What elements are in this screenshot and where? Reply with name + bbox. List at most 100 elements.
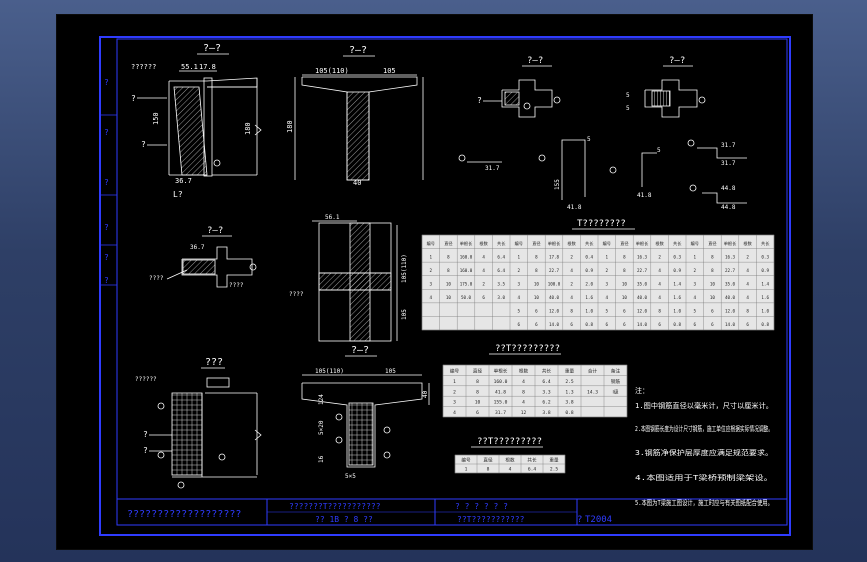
section-top-mid[interactable]: ?—? 105(110) 105 180 40 [286, 45, 424, 187]
table-cell: 6 [482, 295, 485, 300]
table-cell: 6 [606, 322, 609, 327]
rebar-details[interactable]: 31.7 155 41.8 5 41.8 5 31.7 31.7 44.8 44… [458, 136, 747, 211]
drawing-number: T2004 [585, 515, 612, 525]
rebar-table-1[interactable]: T???????? 编号直径单根长根数共长编号直径单根长根数共长编号直径单根长根… [421, 219, 775, 331]
section-top-right-b[interactable]: ?—? 5 5 [626, 56, 706, 118]
section-mid-center[interactable]: 56.1 ???? 105(110) 105 [289, 214, 408, 342]
table-cell: 4 [746, 281, 749, 286]
svg-text:?: ? [143, 446, 148, 455]
table-cell: 2 [746, 254, 749, 259]
table-cell: 4 [453, 410, 456, 416]
table-cell: 12.0 [637, 309, 648, 314]
table-cell: 10 [710, 281, 716, 286]
svg-text:41.8: 41.8 [567, 204, 582, 211]
table-cell: 14.0 [725, 322, 736, 327]
drawing-viewport[interactable]: ? ? ? ? ? ? ?—? ?????? 55.1 17.8 150 180… [56, 14, 813, 550]
table-cell: 17.8 [549, 254, 560, 259]
table-cell: 8 [535, 268, 538, 273]
svg-text:5×5: 5×5 [345, 473, 356, 480]
svg-text:??????: ?????? [135, 376, 157, 383]
svg-text:55.1: 55.1 [181, 63, 198, 71]
section-bottom-mid[interactable]: ?—? 105(110) 105 40 124 5×20 16 5×5 [301, 345, 430, 480]
svg-text:56.1: 56.1 [325, 214, 340, 221]
svg-text:5: 5 [657, 147, 661, 154]
svg-text:44.8: 44.8 [721, 185, 736, 192]
table-cell: 3 [453, 400, 456, 406]
table-cell: 2 [570, 254, 573, 259]
section-bottom-left[interactable]: ??? ?????? ? ? [135, 357, 262, 489]
section-top-left[interactable]: ?—? ?????? 55.1 17.8 150 180 36.7 ? ? L? [131, 43, 262, 199]
svg-text:41.8: 41.8 [637, 192, 652, 199]
svg-text:16: 16 [318, 455, 325, 463]
side-label: ? [104, 178, 109, 187]
table-cell: 1.0 [585, 309, 593, 314]
svg-text:105(110): 105(110) [315, 368, 344, 375]
table-header-cell: 共长 [527, 456, 537, 463]
table-cell: 50.0 [461, 295, 472, 300]
table-cell: 10 [446, 281, 452, 286]
table-cell: 2 [482, 281, 485, 286]
design-notes[interactable]: 注： 1.图中钢筋直径以毫米计，尺寸以厘米计。 2.本图钢筋长度为设计尺寸钢筋，… [635, 386, 773, 507]
table-cell: 2 [518, 268, 521, 273]
svg-text:?—?: ?—? [527, 56, 543, 66]
table-cell: 8 [623, 254, 626, 259]
table-cell: 4 [482, 268, 485, 273]
table-cell: 钢筋 [611, 378, 621, 385]
table-cell: 14.0 [637, 322, 648, 327]
table-cell: 10 [534, 295, 540, 300]
table-cell: 6.4 [528, 466, 537, 472]
table-cell: 1.6 [673, 295, 681, 300]
svg-text:17.8: 17.8 [199, 63, 216, 71]
table-header-cell: 直径 [708, 240, 716, 246]
table-cell: 100.0 [548, 281, 561, 286]
table-header-cell: 直径 [620, 240, 628, 246]
table-header-cell: 直径 [444, 240, 452, 246]
svg-text:105(110): 105(110) [315, 67, 349, 75]
note-item: 2.本图钢筋长度为设计尺寸钢筋，施工单位应根据实际情况调整。 [635, 424, 773, 433]
svg-text:31.7: 31.7 [485, 165, 500, 172]
svg-text:124: 124 [318, 394, 325, 405]
table-header-cell: 根数 [519, 367, 529, 374]
table-header-cell: 单根长 [724, 240, 737, 247]
svg-text:????: ???? [149, 275, 164, 282]
section-mid-left[interactable]: ?—? 36.7 ???? ???? [149, 226, 257, 289]
table-cell: 175.0 [460, 281, 473, 286]
table-cell: 6 [623, 309, 626, 314]
table-cell: 10 [710, 295, 716, 300]
table-cell: 3.8 [565, 400, 574, 406]
table-cell: 1 [465, 466, 468, 472]
svg-text:??T?????????: ??T????????? [477, 437, 542, 447]
table-cell: 4 [658, 268, 661, 273]
table-header-cell: 单根长 [636, 240, 649, 247]
table-cell: 4 [570, 268, 573, 273]
note-item: 5.本图为T梁施工图设计，施工时应与有关图纸配合使用。 [635, 498, 773, 507]
svg-text:31.7: 31.7 [721, 160, 736, 167]
cad-drawing[interactable]: ? ? ? ? ? ? ?—? ?????? 55.1 17.8 150 180… [57, 15, 812, 549]
table-cell: 6 [518, 322, 521, 327]
table-cell: 6 [535, 322, 538, 327]
table-cell: 0.8 [585, 322, 593, 327]
svg-text:??????: ?????? [131, 63, 156, 71]
svg-text:?—?: ?—? [349, 45, 367, 56]
table-cell: 8 [658, 309, 661, 314]
svg-text:??T?????????: ??T????????? [495, 344, 560, 354]
table-cell: 14.0 [549, 322, 560, 327]
table-cell: 4 [570, 295, 573, 300]
title-block[interactable]: ??????????????????? ???????T??????????? … [117, 498, 787, 525]
table-cell: 1 [430, 254, 433, 259]
title-mid-bottom: ?? 1B ? 8 ?? [315, 515, 373, 524]
title-left: ??????????????????? [127, 509, 241, 520]
svg-text:L?: L? [173, 190, 183, 199]
table-cell: 3.5 [497, 281, 505, 286]
table-cell: 2 [606, 268, 609, 273]
notes-heading: 注： [635, 386, 649, 395]
table-header-cell: 编号 [450, 367, 460, 374]
svg-text:?: ? [477, 96, 482, 105]
section-top-right-a[interactable]: ?—? ? [477, 56, 561, 118]
table-header-cell: 根数 [567, 240, 576, 247]
svg-text:?—?: ?—? [351, 345, 369, 356]
table-cell: 8 [535, 254, 538, 259]
